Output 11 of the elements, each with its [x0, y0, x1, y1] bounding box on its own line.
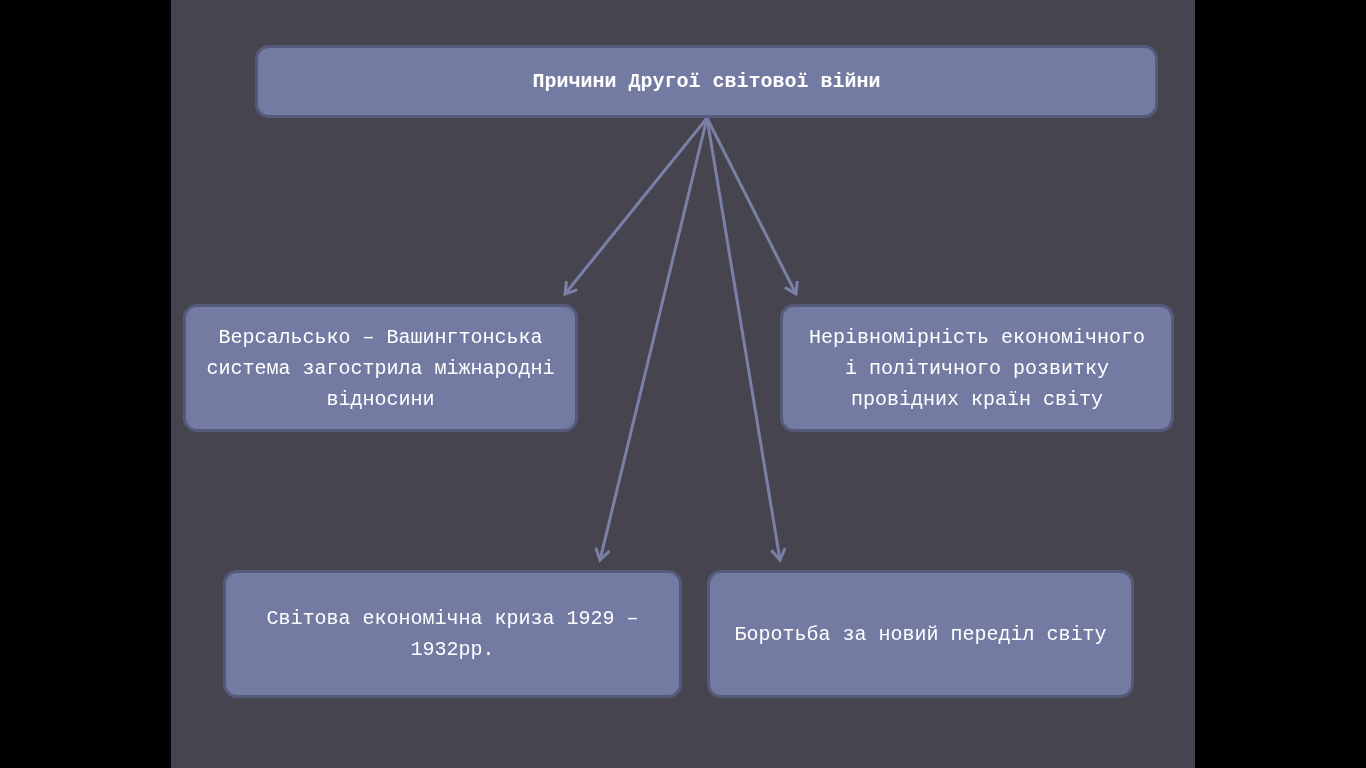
cause-box — [223, 570, 682, 698]
node-text: Світова економічна криза 1929 – 1932рр. — [265, 606, 640, 663]
node-text: Боротьба за новий переділ світу — [734, 621, 1107, 648]
node-text: Причини Другої світової війни — [532, 69, 881, 95]
cause-box — [707, 570, 1134, 698]
node-text: Нерівномірність економічного і політичного розвитку провідних країн світу — [807, 324, 1147, 413]
node-text: Версальсько – Вашингтонська система загострила міжнародні відносини — [205, 324, 556, 413]
arrow — [705, 117, 799, 296]
title-box — [255, 45, 1158, 118]
cause-box — [183, 304, 578, 432]
cause-box — [780, 304, 1174, 432]
